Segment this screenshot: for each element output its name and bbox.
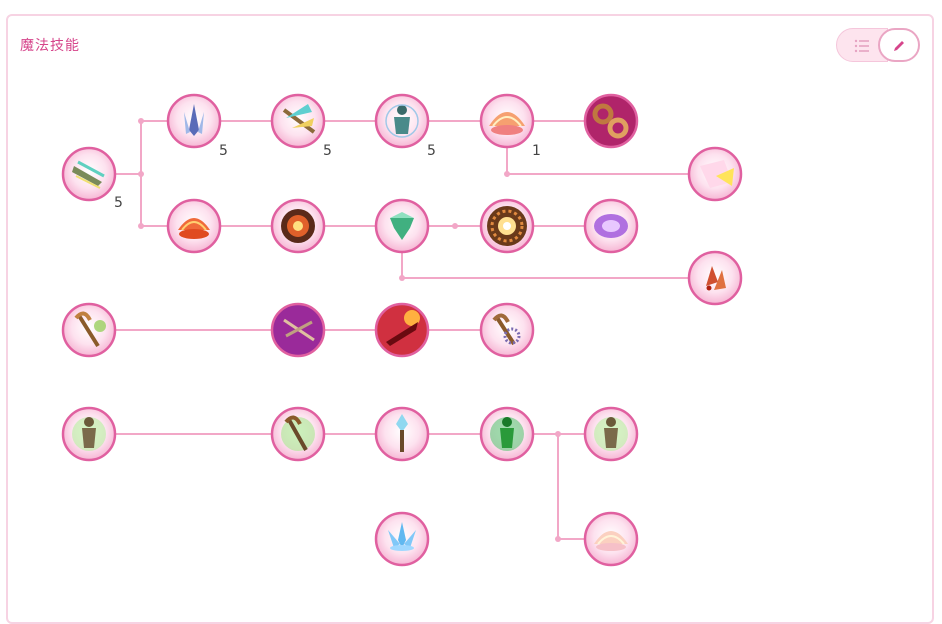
pink-shell-icon [489, 112, 525, 135]
fire-shell-icon [178, 218, 210, 239]
skill-node-green-figure-2[interactable] [583, 406, 639, 462]
sun-burst-icon [487, 206, 527, 246]
pale-shell-icon [594, 531, 628, 551]
panel-title: 魔法技能 [20, 38, 80, 54]
purple-swords-icon [283, 318, 315, 342]
gear-staff-icon [492, 313, 521, 346]
green-figure-icon [72, 417, 106, 451]
skill-node-green-staff[interactable] [270, 406, 326, 462]
connector-joints [138, 118, 561, 542]
figure-aura-icon [385, 104, 419, 138]
skill-node-explosion[interactable] [270, 198, 326, 254]
skill-node-gear-staff[interactable] [479, 302, 535, 358]
skill-node-golden-staff[interactable] [61, 302, 117, 358]
staff-wind-icon [72, 160, 105, 189]
green-figure-icon [594, 417, 628, 451]
skill-node-green-figure[interactable] [61, 406, 117, 462]
skill-node-ember[interactable] [687, 250, 743, 306]
skill-level-n3: 5 [323, 143, 332, 159]
view-toggle [836, 28, 920, 62]
skill-level-n1: 5 [114, 195, 123, 211]
ember-icon [706, 266, 726, 291]
green-crystal-icon [390, 212, 414, 240]
skill-node-purple-orb[interactable] [583, 198, 639, 254]
purple-orb-icon [594, 214, 628, 238]
skill-level-n5: 1 [532, 143, 541, 159]
connector-lines [115, 120, 689, 540]
skill-node-feather-staff[interactable] [270, 93, 326, 149]
skill-node-staff-wind[interactable] [61, 146, 117, 202]
skill-node-figure-aura[interactable] [374, 93, 430, 149]
skill-node-purple-swords[interactable] [270, 302, 326, 358]
edit-button[interactable] [878, 28, 920, 62]
feather-staff-icon [282, 104, 316, 134]
skill-node-sun-burst[interactable] [479, 198, 535, 254]
skill-node-pink-shell[interactable] [479, 93, 535, 149]
chain-link-icon [592, 103, 629, 139]
skill-node-green-glow-figure[interactable] [479, 406, 535, 462]
pencil-icon [894, 41, 904, 51]
green-glow-figure-icon [490, 417, 524, 451]
skill-level-n4: 5 [427, 143, 436, 159]
skill-panel [6, 14, 934, 624]
skill-node-crystal-staff[interactable] [374, 406, 430, 462]
list-icon [854, 39, 869, 53]
light-burst-icon [700, 160, 734, 188]
skill-node-blue-lotus[interactable] [374, 511, 430, 567]
blue-lotus-icon [388, 522, 416, 551]
skill-node-green-crystal[interactable] [374, 198, 430, 254]
skill-node-chain-link[interactable] [583, 93, 639, 149]
ice-spike-icon [184, 104, 204, 136]
crystal-staff-icon [396, 414, 408, 452]
skill-level-n2: 5 [219, 143, 228, 159]
skill-node-ice-spike[interactable] [166, 93, 222, 149]
skill-node-light-burst[interactable] [687, 146, 743, 202]
fire-slash-icon [386, 310, 420, 346]
skill-node-fire-slash[interactable] [374, 302, 430, 358]
skill-node-pale-shell[interactable] [583, 511, 639, 567]
skill-node-fire-shell[interactable] [166, 198, 222, 254]
green-staff-icon [281, 415, 315, 451]
golden-staff-icon [74, 311, 106, 348]
skill-tree: 5 5 5 5 [61, 93, 743, 567]
explosion-icon [281, 209, 315, 243]
